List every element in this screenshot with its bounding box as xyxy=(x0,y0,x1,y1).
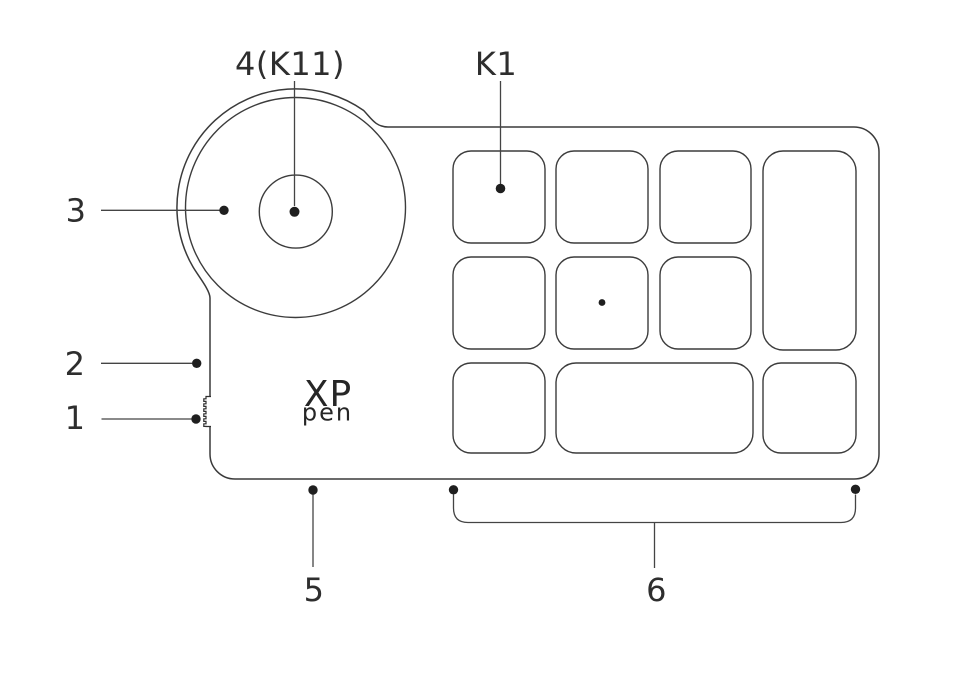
leader-dot-1 xyxy=(191,414,201,424)
shortcut-key-4-tall xyxy=(762,150,857,351)
callout-label-6: 6 xyxy=(646,571,667,609)
device-body-outline xyxy=(176,88,880,480)
callout-label-4k11: 4(K11) xyxy=(235,45,345,83)
dial-center-dot xyxy=(289,206,300,217)
callout-label-5: 5 xyxy=(304,571,325,609)
leader-dot-3 xyxy=(219,205,229,215)
dial-wheel xyxy=(184,96,407,319)
shortcut-key-8 xyxy=(452,362,546,454)
logo-text-xp: XP xyxy=(304,374,352,415)
shortcut-key-5 xyxy=(452,256,546,350)
range-bracket-6 xyxy=(452,494,857,524)
bracket-dot-right-6 xyxy=(850,484,861,494)
bracket-dot-left-6 xyxy=(448,485,459,495)
callout-label-3: 3 xyxy=(66,192,87,230)
shortcut-key-2 xyxy=(555,150,649,244)
home-key-dot xyxy=(598,299,606,306)
power-slider-switch xyxy=(203,395,211,428)
shortcut-key-1 xyxy=(452,150,546,244)
shortcut-key-10 xyxy=(762,362,857,454)
logo-text-pen: pen xyxy=(302,399,353,427)
leader-dot-k1 xyxy=(495,183,506,194)
callout-label-k1: K1 xyxy=(475,45,517,83)
shortcut-key-3 xyxy=(659,150,752,244)
callout-label-1: 1 xyxy=(65,399,86,437)
dial-center-button xyxy=(258,174,333,249)
shortcut-key-6 xyxy=(555,256,649,350)
shortcut-key-7 xyxy=(659,256,752,350)
shortcut-key-9-wide xyxy=(555,362,754,454)
leader-dot-2 xyxy=(192,358,202,368)
leader-dot-5 xyxy=(308,485,318,495)
callout-label-2: 2 xyxy=(65,345,86,383)
